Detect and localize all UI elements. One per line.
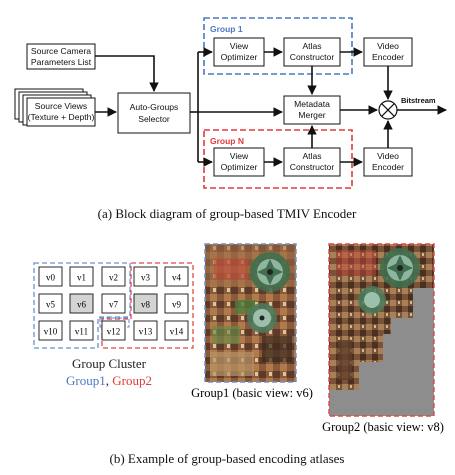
atlas-constructor-1-label-1: Atlas [302, 41, 321, 51]
view-label-v4: v4 [172, 273, 182, 283]
atlas-constructor-1-box [283, 37, 341, 67]
view-optimizer-n-label-2: Optimizer [221, 162, 258, 172]
view-tile-v14 [164, 320, 189, 341]
view-label-v5: v5 [46, 300, 56, 310]
view-label-v11: v11 [75, 327, 88, 337]
legend-group2: Group2 [112, 373, 152, 388]
source-camera-label-2: Parameters List [31, 57, 92, 67]
groupN-label: Group N [210, 136, 244, 146]
view-label-v13: v13 [139, 327, 153, 337]
view-tile-v6 [69, 293, 94, 314]
view-tile-v11 [69, 320, 94, 341]
bitstream-label: Bitstream [401, 96, 436, 105]
view-tile-v2 [101, 266, 126, 287]
legend-group1: Group1 [66, 373, 106, 388]
cluster-legend: Group1, Group2 [66, 373, 152, 388]
atlas-group1-caption: Group1 (basic view: v6) [191, 386, 313, 400]
atlas-constructor-n-label-1: Atlas [302, 151, 321, 161]
view-tile-v3 [133, 266, 158, 287]
source-camera-box [26, 43, 96, 70]
v12-highlight [99, 317, 130, 328]
atlas-group2-caption: Group2 (basic view: v8) [322, 420, 444, 434]
view-label-v3: v3 [141, 273, 151, 283]
video-encoder-n-label-1: Video [377, 151, 399, 161]
view-optimizer-1-box [213, 37, 265, 67]
auto-groups-label-1: Auto-Groups [130, 102, 179, 112]
view-tile-v8 [133, 293, 158, 314]
video-encoder-n-label-2: Encoder [372, 162, 404, 172]
video-encoder-1-label-1: Video [377, 41, 399, 51]
view-tile-v7 [101, 293, 126, 314]
view-label-v8: v8 [141, 300, 151, 310]
view-tile-v1 [69, 266, 94, 287]
legend-separator: , [106, 373, 113, 388]
view-tile-v10 [38, 320, 63, 341]
auto-groups-selector-box [117, 92, 191, 134]
atlas-group1-image [204, 243, 297, 383]
metadata-merger-label-1: Metadata [294, 99, 330, 109]
view-tile-v9 [164, 293, 189, 314]
view-label-v10: v10 [44, 327, 58, 337]
view-label-v9: v9 [172, 300, 182, 310]
atlas-constructor-n-label-2: Constructor [290, 162, 335, 172]
view-label-v14: v14 [170, 327, 184, 337]
view-label-v12: v12 [107, 327, 121, 337]
view-optimizer-1-label-2: Optimizer [221, 52, 258, 62]
view-label-v0: v0 [46, 273, 56, 283]
view-optimizer-1-label-1: View [230, 41, 249, 51]
caption-b: (b) Example of group-based encoding atla… [109, 451, 344, 466]
atlas-constructor-1-label-2: Constructor [290, 52, 335, 62]
view-tile-v5 [38, 293, 63, 314]
metadata-merger-box [283, 95, 341, 125]
metadata-merger-label-2: Merger [298, 110, 325, 120]
group2-cluster-outline [101, 262, 194, 349]
auto-groups-label-2: Selector [138, 114, 170, 124]
view-tile-v0 [38, 266, 63, 287]
view-label-v2: v2 [109, 273, 118, 283]
view-optimizer-n-label-1: View [230, 151, 249, 161]
view-tile-v4 [164, 266, 189, 287]
source-views-label-1: Source Views [35, 101, 87, 111]
view-label-v7: v7 [109, 300, 119, 310]
connectors [95, 47, 447, 167]
view-grid: v0 v1 v2 v3 v4 v5 v6 v7 v8 v9 v10 v11 v1… [38, 266, 189, 341]
video-encoder-n-box [363, 147, 413, 177]
caption-a: (a) Block diagram of group-based TMIV En… [98, 206, 357, 221]
view-tile-v13 [133, 320, 158, 341]
atlas-group2-image [328, 243, 435, 417]
group1-cluster-outline [33, 262, 131, 349]
view-label-v6: v6 [77, 300, 87, 310]
group1-label: Group 1 [210, 24, 243, 34]
source-views-label-2: (Texture + Depth) [28, 112, 95, 122]
video-encoder-1-label-2: Encoder [372, 52, 404, 62]
source-camera-label-1: Source Camera [31, 46, 91, 56]
video-encoder-1-box [363, 37, 413, 67]
view-label-v1: v1 [77, 273, 86, 283]
cluster-title: Group Cluster [72, 356, 147, 371]
group1-frame [203, 17, 353, 75]
view-tile-v12 [101, 320, 126, 341]
